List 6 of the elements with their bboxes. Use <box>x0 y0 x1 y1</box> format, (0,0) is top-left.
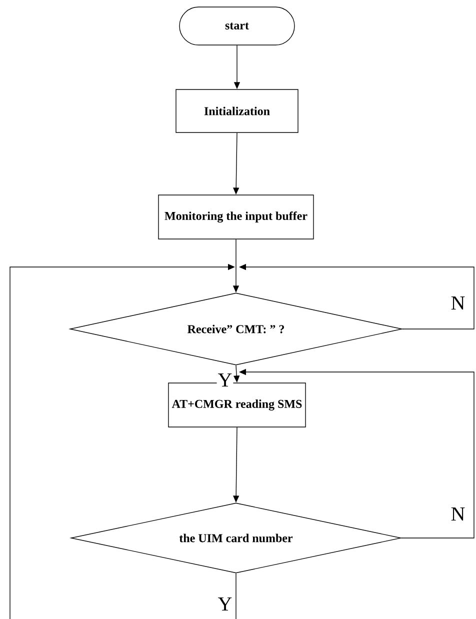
process-box: Monitoring the input buffer <box>158 194 314 240</box>
edge-label: N <box>450 506 466 522</box>
edge-label: Y <box>216 372 234 388</box>
process-box: Initialization <box>176 89 298 133</box>
edge-label: Y <box>216 596 234 612</box>
edge-label: N <box>450 295 466 311</box>
